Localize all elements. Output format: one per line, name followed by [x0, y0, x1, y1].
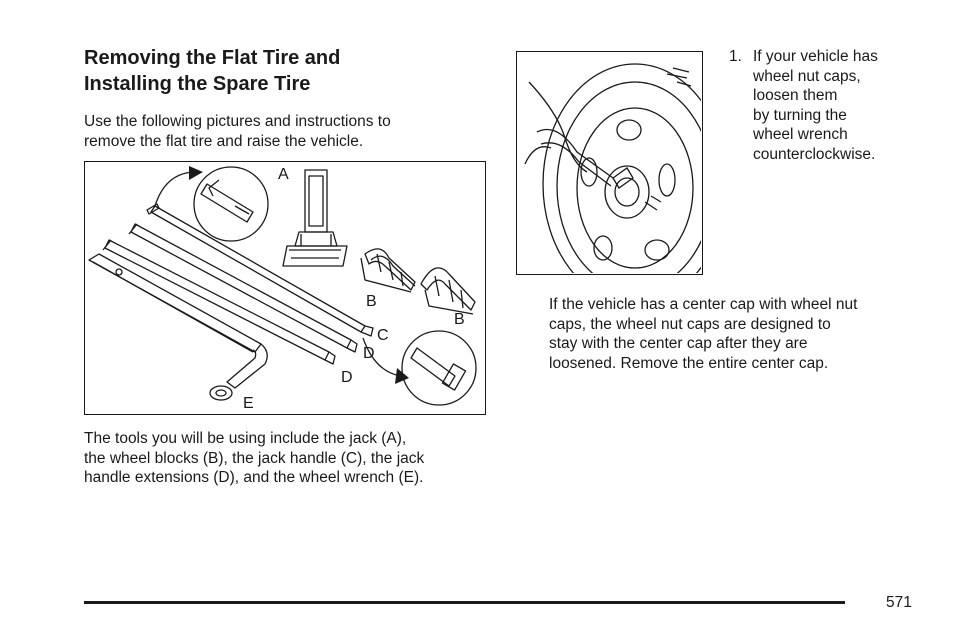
- label-wheel-wrench: E: [243, 395, 254, 412]
- footer-rule: [84, 601, 845, 604]
- wheel-block-left-drawing: [360, 248, 416, 293]
- page-number: 571: [886, 594, 912, 611]
- step-line: If your vehicle has: [753, 48, 878, 65]
- label-extension-lower: D: [341, 369, 353, 386]
- extension-upper-drawing: [128, 223, 358, 353]
- tools-illustration: A B B C D D E: [84, 161, 486, 415]
- step-line: loosen them: [753, 87, 838, 104]
- arrow-head-icon: [189, 166, 203, 180]
- center-cap-line: caps, the wheel nut caps are designed to: [549, 315, 831, 333]
- tools-caption-line: the wheel blocks (B), the jack handle (C…: [84, 449, 425, 467]
- section-title: Removing the Flat Tire and Installing th…: [84, 45, 504, 97]
- step-line: counterclockwise.: [753, 145, 876, 163]
- wheel-wrench-drawing: [88, 253, 268, 401]
- tools-drawing: A B B C D D E: [88, 166, 477, 412]
- step-number: 1.: [729, 48, 742, 65]
- center-cap-line: loosened. Remove the entire center cap.: [549, 354, 829, 372]
- arrow-head-icon: [395, 368, 409, 384]
- extension-lower-drawing: [102, 239, 336, 365]
- intro-line: remove the flat tire and raise the vehic…: [84, 132, 364, 150]
- tools-caption: The tools you will be using include the …: [84, 429, 504, 488]
- label-extension-upper: D: [363, 345, 375, 362]
- jack-handle-drawing: [146, 203, 374, 337]
- label-jack-handle: C: [377, 327, 389, 344]
- center-cap-line: stay with the center cap after they are: [549, 335, 808, 352]
- label-wheel-block-left: B: [366, 293, 377, 310]
- jack-drawing: [282, 169, 348, 267]
- label-wheel-block-right: B: [454, 311, 465, 328]
- center-cap-line: If the vehicle has a center cap with whe…: [549, 296, 858, 313]
- step-line: wheel nut caps,: [753, 67, 861, 85]
- step-text: If your vehicle has wheel nut caps, loos…: [753, 47, 878, 164]
- wheel-block-right-drawing: [420, 267, 476, 315]
- wheel-drawing: [524, 63, 728, 305]
- tools-caption-line: The tools you will be using include the …: [84, 430, 407, 447]
- step-line: wheel wrench: [753, 126, 848, 143]
- intro-paragraph: Use the following pictures and instructi…: [84, 112, 494, 151]
- wheel-illustration: [516, 51, 728, 305]
- center-cap-paragraph: If the vehicle has a center cap with whe…: [549, 295, 929, 373]
- step-line: by turning the: [753, 106, 847, 124]
- label-jack: A: [278, 166, 289, 183]
- section-title-line: Removing the Flat Tire and: [84, 47, 341, 69]
- intro-line: Use the following pictures and instructi…: [84, 113, 391, 130]
- section-title-line: Installing the Spare Tire: [84, 73, 311, 95]
- tools-caption-line: handle extensions (D), and the wheel wre…: [84, 469, 424, 486]
